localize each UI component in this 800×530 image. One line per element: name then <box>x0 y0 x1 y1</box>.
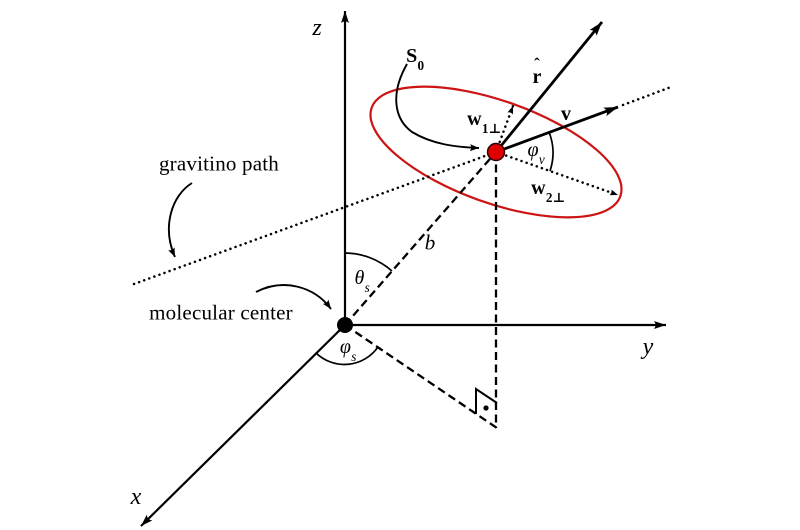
phi-v-label: φv <box>527 139 545 166</box>
theta-symbol: θ <box>354 267 365 289</box>
velocity-vector-label: v <box>561 103 571 125</box>
w2-perp-label: w2⊥ <box>531 177 565 204</box>
theta-s-arc <box>344 252 393 272</box>
spin-subscript: 0 <box>417 57 425 73</box>
gravitino-path-label: gravitino path <box>158 151 280 176</box>
w2-perp-arrow <box>494 150 620 197</box>
right-angle-dot <box>483 405 489 411</box>
theta-subscript: s <box>364 279 370 295</box>
w2-symbol: w <box>531 177 546 199</box>
molecular-center-dot <box>337 317 353 333</box>
gravitino-path-annotation-arrow <box>168 182 193 258</box>
molecular-center-label: molecular center <box>149 300 293 325</box>
gravitino-path-outgoing-segment <box>621 85 673 107</box>
phi-v-subscript: v <box>538 151 545 167</box>
r-hat-accent: ˆ <box>534 55 540 75</box>
dashed-construction-lines <box>344 151 498 429</box>
perpendicular-plane-ellipse <box>369 85 623 219</box>
x-axis-label: x <box>130 484 142 510</box>
phi-s-subscript: s <box>351 348 357 364</box>
angle-arcs <box>315 131 554 366</box>
coordinate-axes <box>140 11 666 527</box>
r-hat-vector-arrow <box>494 21 604 153</box>
annotation-arrows <box>168 63 480 310</box>
w1-symbol: w <box>467 108 482 130</box>
gravitino-path-incoming-segment <box>132 150 498 286</box>
impact-parameter-line <box>344 151 497 326</box>
perpendicular-basis-arrows <box>494 104 620 197</box>
w1-perp-label: w1⊥ <box>467 108 501 135</box>
y-axis-label: y <box>642 334 654 360</box>
phi-s-arc <box>315 346 379 366</box>
x-axis-line <box>140 324 346 527</box>
w2-subscript: 2⊥ <box>545 189 566 205</box>
z-axis-label: z <box>312 15 322 41</box>
phi-s-symbol: φ <box>339 336 351 358</box>
right-angle-corner <box>475 387 498 414</box>
phi-v-arc <box>548 131 554 172</box>
phi-s-label: φs <box>339 336 356 363</box>
gravitino-path-dotted-line <box>132 85 673 286</box>
r-hat-base: r <box>532 66 542 88</box>
impact-parameter-label: b <box>424 230 436 255</box>
molecular-center-annotation-arrow <box>255 284 332 310</box>
azimuth-projection-line <box>344 324 498 429</box>
spin-symbol: S <box>406 45 418 67</box>
theta-s-label: θs <box>354 267 370 294</box>
w1-subscript: 1⊥ <box>481 120 502 136</box>
gravitino-dot <box>486 142 506 162</box>
phi-v-symbol: φ <box>527 139 539 161</box>
spin-vector-label: S0 <box>406 45 424 72</box>
right-angle-marker <box>475 387 498 414</box>
spin-annotation-arrow <box>395 63 480 152</box>
velocity-vector-arrow <box>495 105 619 154</box>
